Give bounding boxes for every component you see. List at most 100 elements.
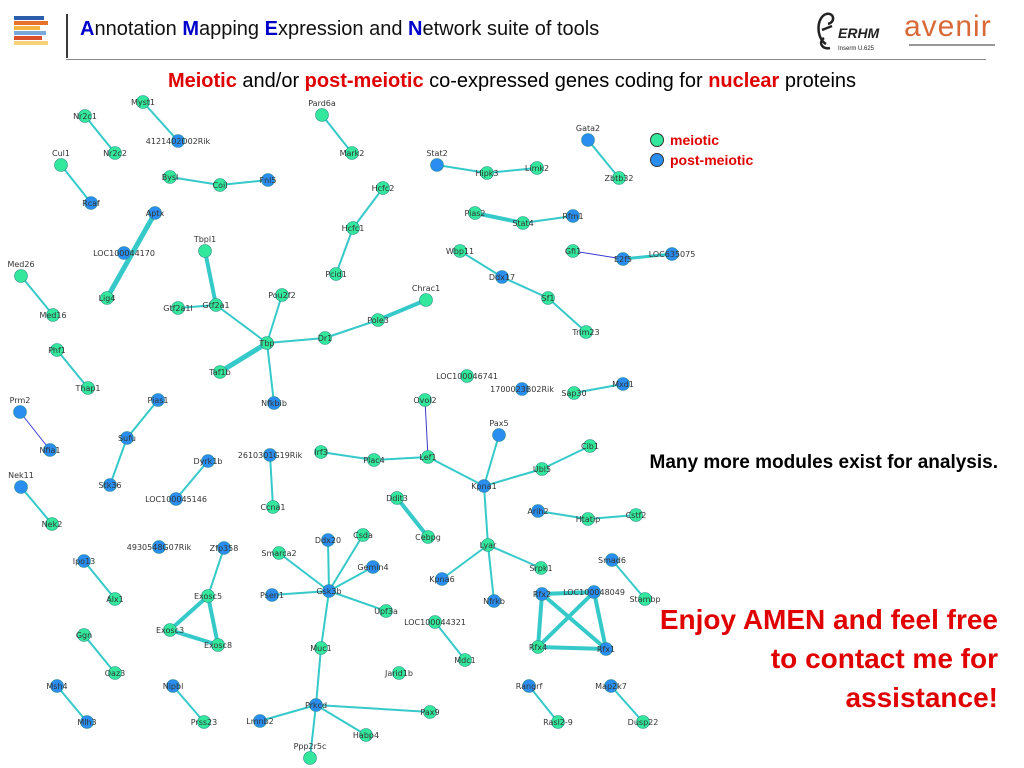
gene-dot-chrac1: [419, 293, 433, 307]
edge-pole3-chrac1: [376, 298, 428, 322]
gene-node-psen1: Psen1: [260, 588, 284, 602]
gene-label-pcid1: Pcid1: [325, 270, 347, 279]
gene-dot-stat4: [516, 216, 530, 230]
gene-dot-srpk1: [534, 561, 548, 575]
gene-node-nfrkb: Nfrkb: [483, 594, 505, 608]
edge-rfx4-rfx1: [536, 645, 608, 651]
gene-label-arih2: Arih2: [527, 507, 548, 516]
edge-lyar-nfrkb: [487, 544, 495, 602]
gene-node-stat4: Stat4: [512, 216, 534, 230]
edge-cul1-rcaf: [60, 164, 92, 204]
gene-dot-nfia1: [43, 443, 57, 457]
gene-dot-coil: [213, 178, 227, 192]
gene-label-zfp358: Zfp358: [210, 544, 239, 553]
svg-text:ERHM: ERHM: [838, 25, 880, 41]
gene-dot-rfx2: [535, 587, 549, 601]
gene-node-4930548g07rik: 4930548G07Rik: [127, 540, 192, 554]
edge-nek11-nek2: [20, 486, 53, 525]
gene-dot-trim23: [579, 325, 593, 339]
page-title: Annotation Mapping Expression and Networ…: [80, 18, 600, 40]
gene-dot-exosc3: [163, 623, 177, 637]
gene-dot-mlh3: [80, 715, 94, 729]
gene-label-ddit3: Ddit3: [386, 494, 408, 503]
gene-label-hcfc2: Hcfc2: [372, 184, 395, 193]
gene-label-sap30: Sap30: [561, 389, 586, 398]
gene-label-loc100045146: LOC100045146: [145, 495, 207, 504]
gene-node-ppp2r5c: Ppp2r5c: [294, 742, 326, 765]
gene-dot-loc100044170: [117, 246, 131, 260]
gene-label-psen1: Psen1: [260, 591, 284, 600]
edge-sufu-stk36: [109, 437, 128, 486]
gene-dot-kpna6: [435, 572, 449, 586]
gene-label-cstf2: Cstf2: [626, 511, 647, 520]
gene-node-stat2: Stat2: [426, 149, 448, 172]
gene-dot-pard6a: [315, 108, 329, 122]
gene-label-gata2: Gata2: [576, 124, 600, 133]
gene-label-rfm1: Rfm1: [562, 212, 583, 221]
gene-node-ccna1: Ccna1: [260, 500, 286, 514]
gene-dot-smad6: [605, 553, 619, 567]
gene-dot-csda: [356, 528, 370, 542]
edge-gsk3b-muc1: [320, 590, 330, 649]
gene-dot-oaz3: [108, 666, 122, 680]
gene-label-4930548g07rik: 4930548G07Rik: [127, 543, 192, 552]
gene-node-stambp: Stambp: [629, 592, 661, 606]
gene-dot-stambp: [638, 592, 652, 606]
edge-tbp-dr1: [266, 337, 326, 344]
edge-wbp11-ddx17: [459, 250, 503, 278]
gene-label-loc100046741: LOC100046741: [436, 372, 498, 381]
gene-node-dyrk1b: Dyrk1b: [194, 454, 222, 468]
gene-label-htatip: Htatip: [576, 515, 601, 524]
gene-dot-dr1: [318, 331, 332, 345]
gene-node-nek2: Nek2: [42, 517, 62, 531]
gene-node-plac4: Plac4: [363, 453, 385, 467]
gene-label-2610301g19rik: 2610301G19Rik: [238, 451, 303, 460]
gene-dot-arih2: [531, 504, 545, 518]
gene-label-srpk1: Srpk1: [529, 564, 552, 573]
gene-label-prkcd: Prkcd: [305, 701, 327, 710]
gene-label-rfx2: Rfx2: [533, 590, 551, 599]
gene-dot-nek11: [14, 480, 28, 494]
gene-label-stambp: Stambp: [629, 595, 660, 604]
gene-label-prss23: Prss23: [191, 718, 218, 727]
gene-label-lig4: Lig4: [99, 294, 116, 303]
enjoy-note: Enjoy AMEN and feel free to contact me f…: [659, 604, 998, 713]
post-meiotic-dot-icon: [650, 153, 664, 167]
gene-dot-2610301g19rik: [263, 448, 277, 462]
edge-phf1-thap1: [56, 349, 89, 389]
gene-node-ubl5: Ubl5: [533, 462, 551, 476]
gene-node-coil: Coil: [213, 178, 227, 192]
edge-psen1-gsk3b: [271, 590, 330, 596]
gene-dot-aptx: [148, 206, 162, 220]
gene-dot-hipk3: [480, 166, 494, 180]
edge-lyar-kpna6: [441, 544, 489, 580]
edge-sap30-mxd1: [573, 383, 624, 394]
gene-dot-msh4: [50, 679, 64, 693]
gene-node-nipbl: Nipbl: [163, 679, 183, 693]
gene-dot-wbp11: [453, 244, 467, 258]
gene-label-cul1: Cul1: [52, 149, 70, 158]
gene-label-taf1b: Taf1b: [208, 368, 230, 377]
gene-node-bysl: Bysl: [162, 170, 178, 184]
gene-dot-plac4: [367, 453, 381, 467]
edge-aptx-lig4: [104, 210, 158, 301]
gene-node-tbpl1: Tbpl1: [193, 235, 216, 258]
gene-node-pole3: Pole3: [367, 313, 389, 327]
legend: meiotic post-meiotic: [650, 130, 753, 170]
gene-label-stat4: Stat4: [512, 219, 533, 228]
gene-label-nr2c1: Nr2c1: [73, 112, 97, 121]
gene-dot-e2f5: [616, 252, 630, 266]
edge-ipo13-alx1: [83, 560, 116, 600]
edge-rfx2-loc100048049: [540, 590, 596, 596]
gene-node-gtf2a1l: Gtf2a1l: [163, 301, 193, 315]
gene-dot-prkcd: [309, 698, 323, 712]
gene-label-nek11: Nek11: [8, 471, 34, 480]
gene-node-4121402d02rik: 4121402D02Rik: [146, 134, 211, 148]
gene-label-dr1: Dr1: [318, 334, 333, 343]
gene-dot-prm2: [13, 405, 27, 419]
gene-node-phf1: Phf1: [48, 343, 66, 357]
gene-label-pard6a: Pard6a: [308, 99, 336, 108]
gene-dot-loc100046741: [460, 369, 474, 383]
gene-dot-cstf2: [629, 508, 643, 522]
gene-label-oaz3: Oaz3: [105, 669, 126, 678]
